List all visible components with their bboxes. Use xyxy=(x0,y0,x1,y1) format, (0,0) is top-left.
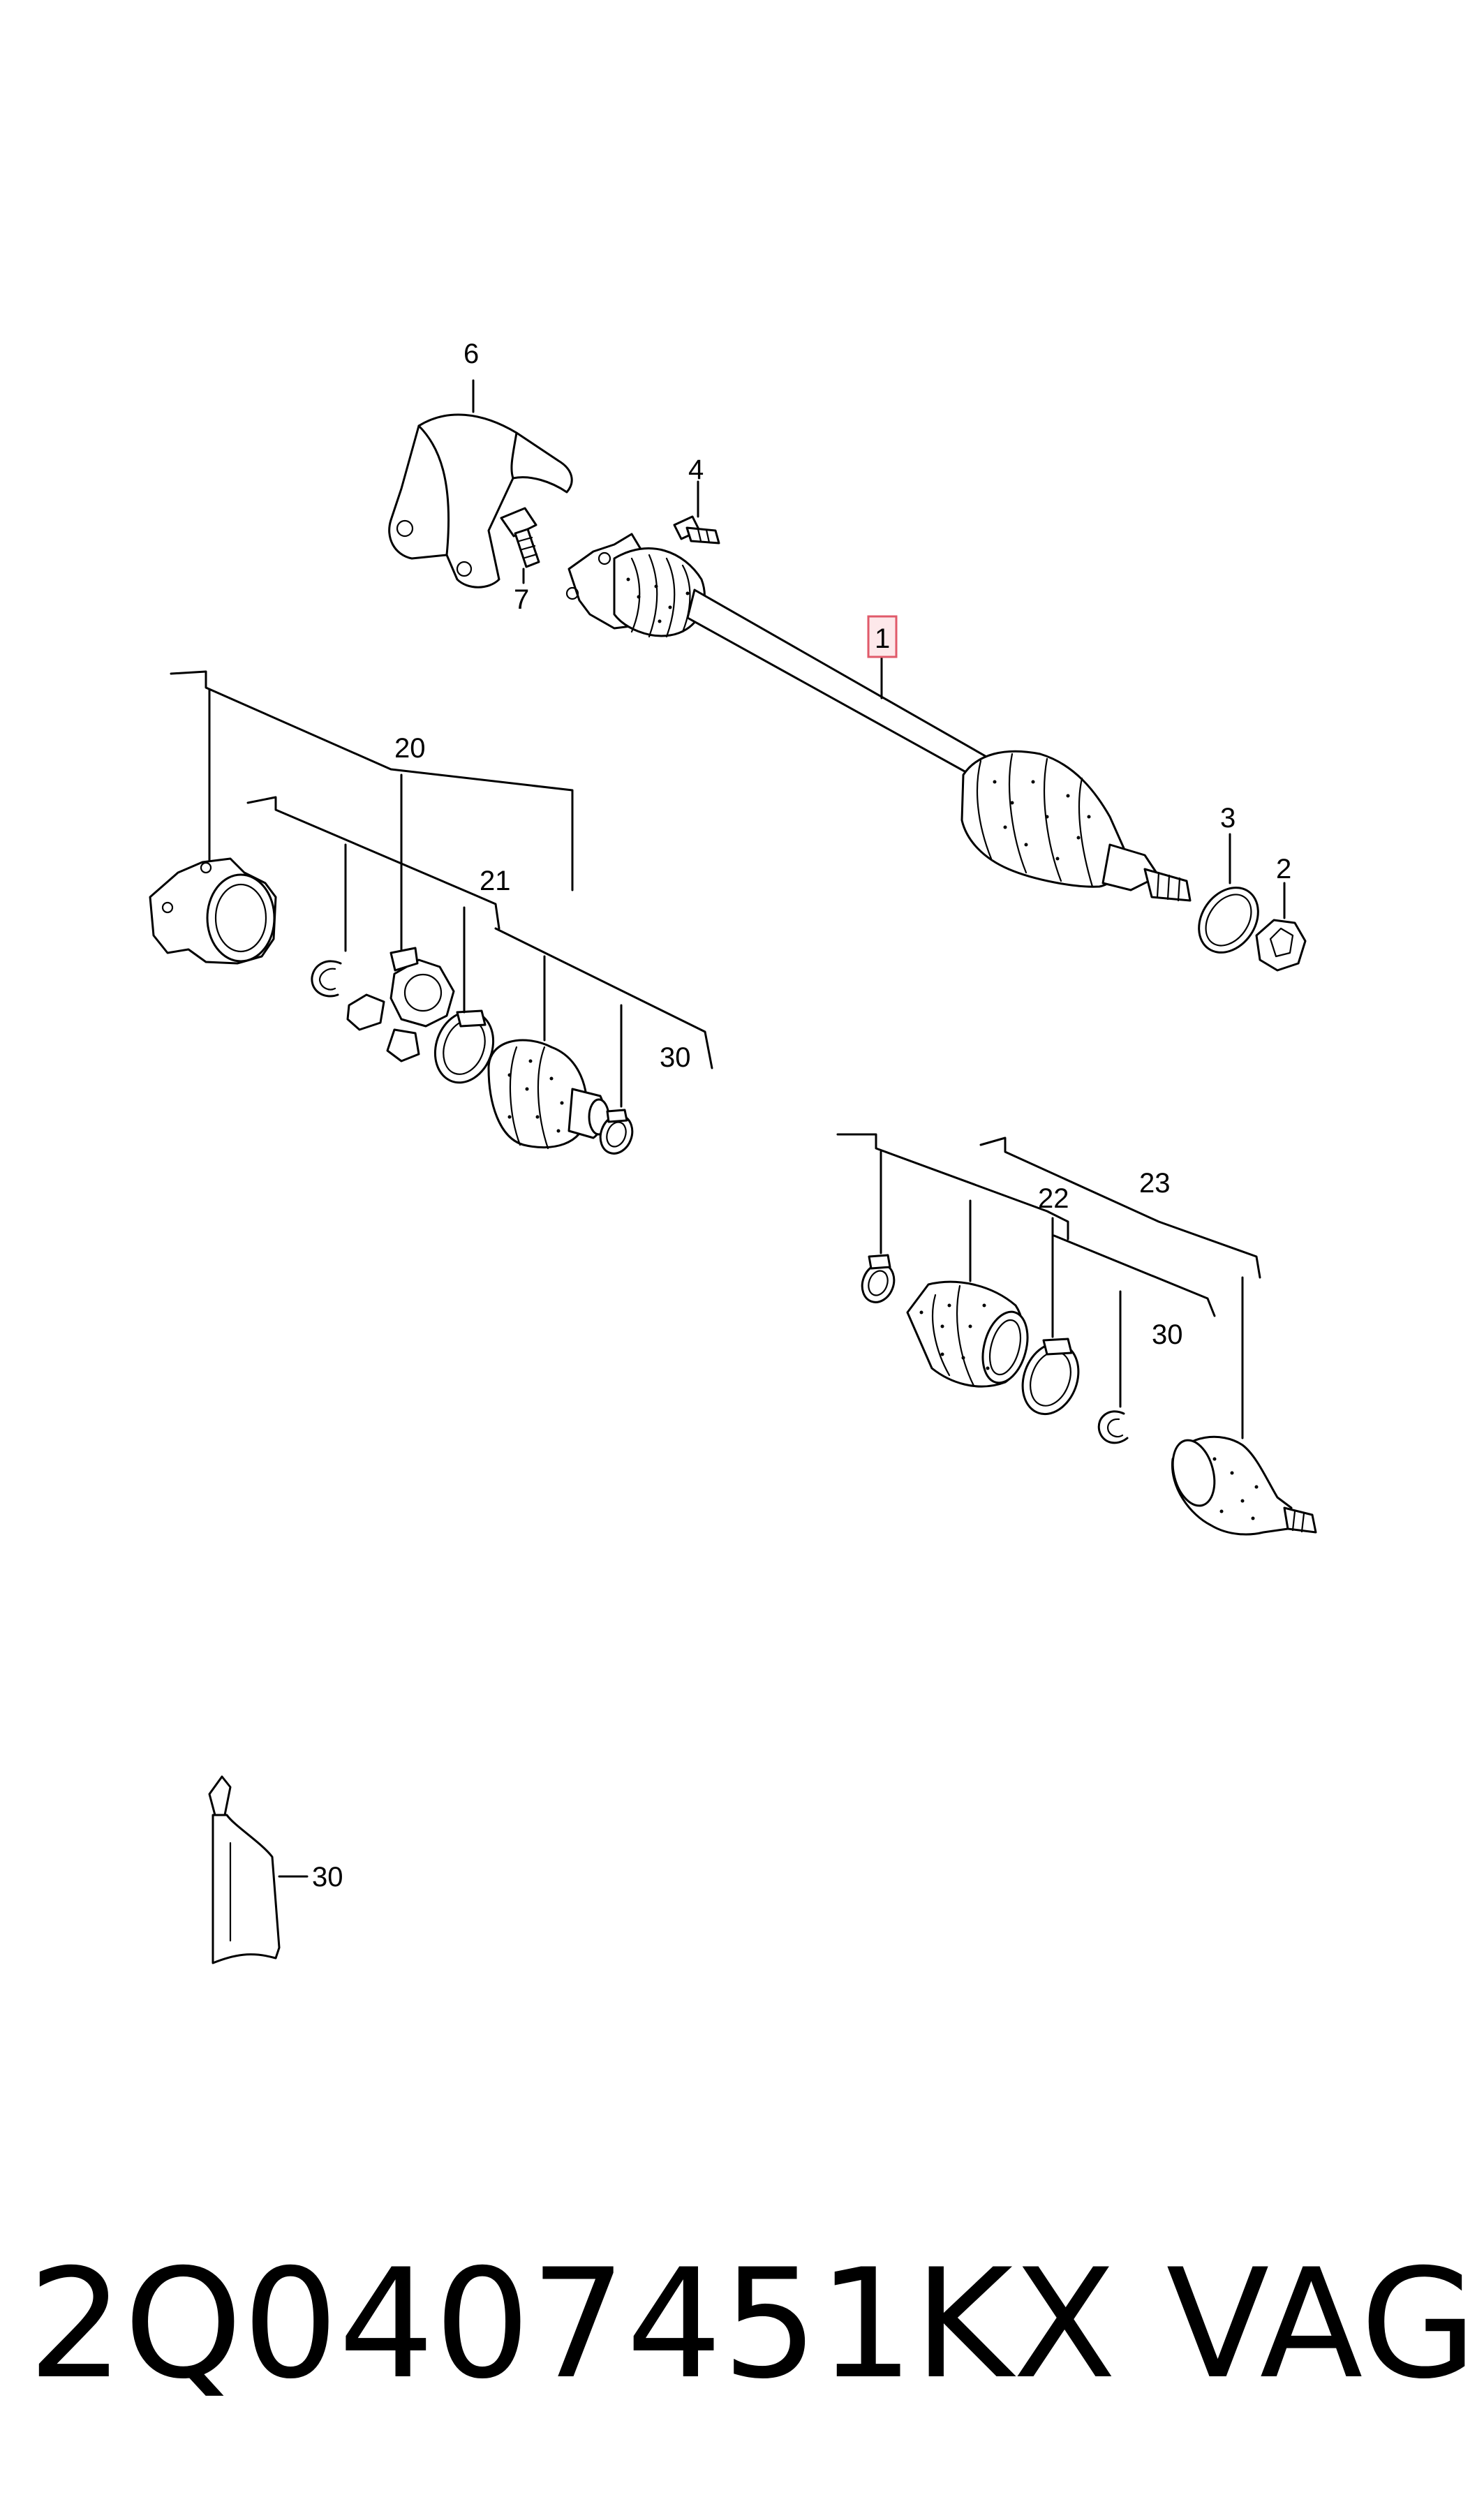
brand-label: VAG xyxy=(1166,2237,1477,2412)
boot-right xyxy=(906,1280,1029,1388)
boot-left-texture xyxy=(507,1059,564,1133)
tripod-spider-part xyxy=(346,947,455,1062)
outer-joint-texture xyxy=(1212,1457,1259,1520)
callout-4: 4 xyxy=(688,454,704,485)
bolt-part-7 xyxy=(500,507,540,568)
circlip-right xyxy=(1097,1410,1129,1444)
highlight-box-1 xyxy=(867,615,898,658)
circlip-left xyxy=(311,960,342,998)
callout-30-grease: 30 xyxy=(312,1862,343,1893)
callout-30-left: 30 xyxy=(660,1042,691,1073)
callout-2: 2 xyxy=(1276,854,1291,884)
callout-30-right: 30 xyxy=(1152,1319,1183,1350)
bracket-30-right xyxy=(1053,1234,1216,1317)
joint-housing-part xyxy=(149,857,277,965)
bolt-part-4 xyxy=(673,515,720,545)
grease-tube-part xyxy=(208,1775,281,1964)
callout-3: 3 xyxy=(1220,803,1236,834)
ring-part-3 xyxy=(1198,887,1259,954)
bracket-21 xyxy=(246,796,500,930)
bracket-22 xyxy=(836,1133,1069,1241)
small-clamp-right xyxy=(861,1254,896,1303)
part-number-label: 2Q0407451KX xyxy=(28,2237,1117,2412)
clamp-right xyxy=(1021,1338,1080,1416)
callout-7: 7 xyxy=(514,584,529,615)
callout-6: 6 xyxy=(463,339,479,369)
boot-left xyxy=(487,1039,610,1150)
nut-part-2 xyxy=(1255,919,1307,972)
outer-joint-part xyxy=(1171,1435,1317,1536)
boot-right-texture xyxy=(919,1303,990,1370)
callout-23: 23 xyxy=(1139,1168,1171,1199)
callout-20: 20 xyxy=(394,733,426,764)
bracket-23 xyxy=(979,1136,1261,1279)
drive-shaft-part xyxy=(565,533,1192,902)
callout-21: 21 xyxy=(480,866,511,896)
small-clamp-left xyxy=(599,1109,634,1155)
drive-shaft-texture xyxy=(626,577,1091,861)
callout-1: 1 xyxy=(875,623,890,654)
bracket-30-left xyxy=(494,927,713,1069)
heat-shield-part xyxy=(388,413,573,588)
callout-22: 22 xyxy=(1038,1183,1069,1214)
bracket-20 xyxy=(170,670,574,891)
